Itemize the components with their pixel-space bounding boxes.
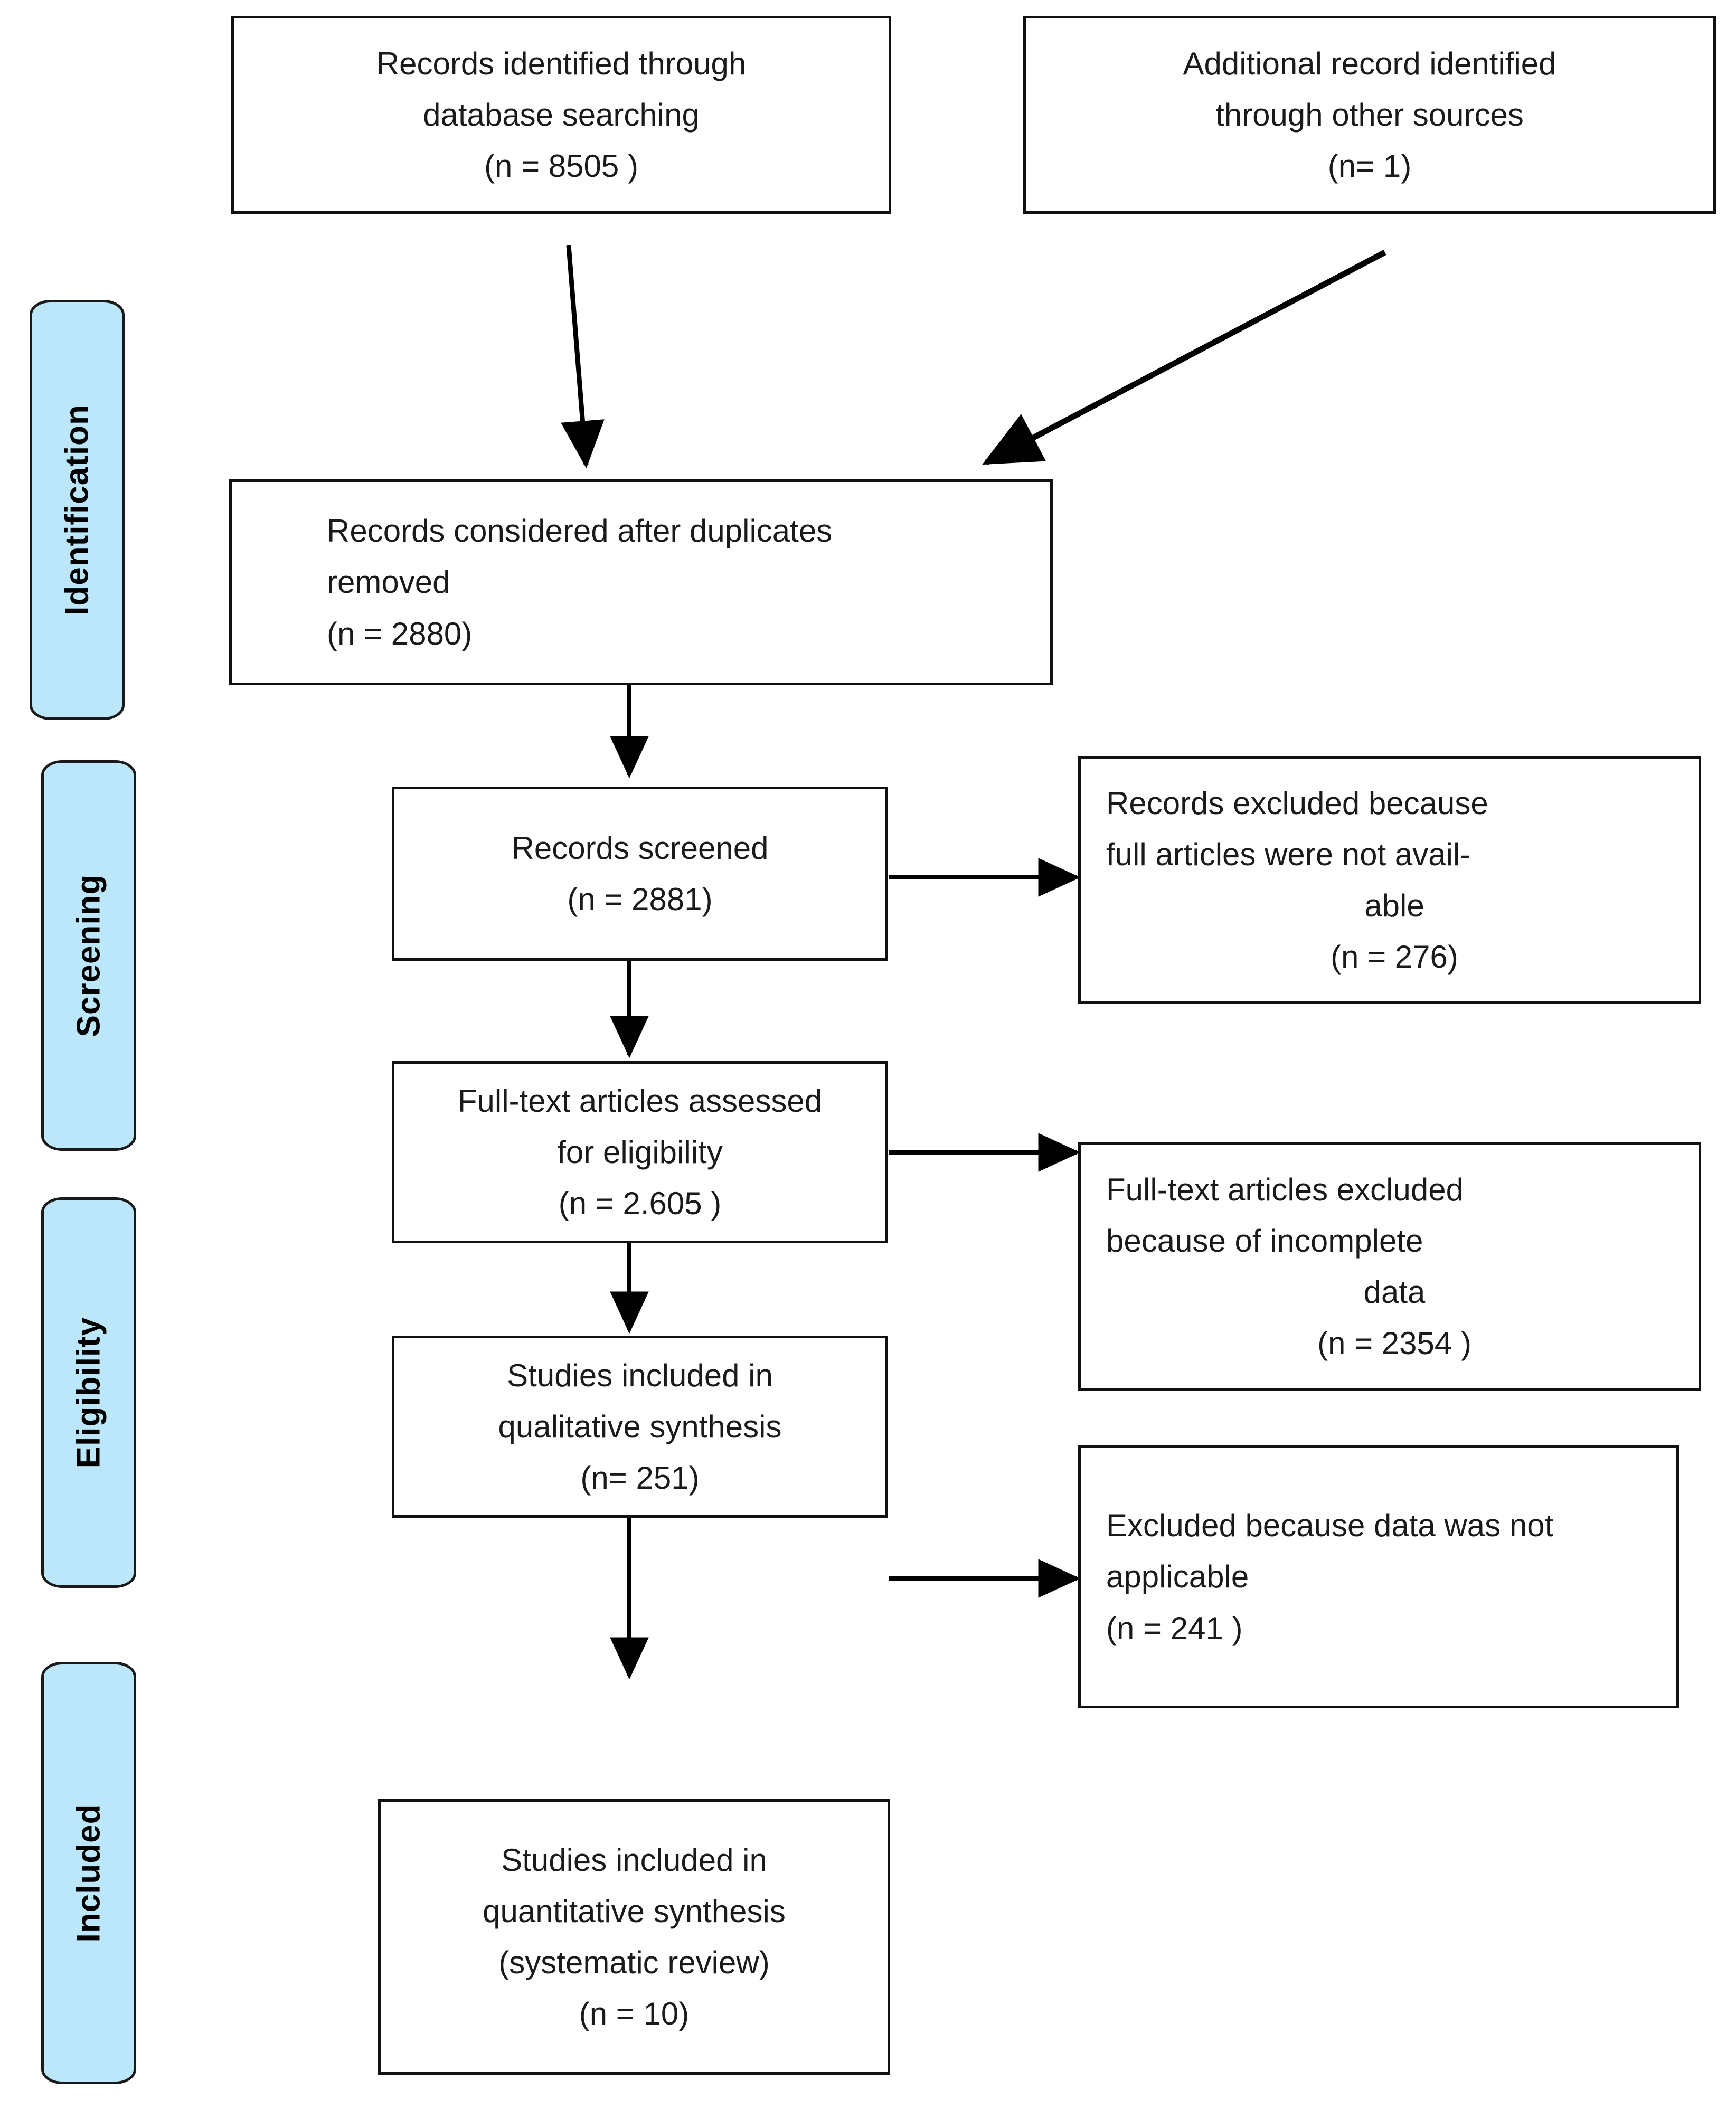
stage-label-screening: Screening bbox=[70, 874, 107, 1037]
line-2: database searching bbox=[423, 97, 700, 133]
line-2: (n = 2881) bbox=[567, 882, 713, 917]
box-text-records-after-duplicates-removed: Records considered after duplicates remo… bbox=[232, 505, 1050, 659]
line-1: Records excluded because bbox=[1106, 785, 1488, 821]
box-excluded-data-not-applicable: Excluded because data was not applicable… bbox=[1078, 1445, 1679, 1708]
line-1: Studies included in bbox=[501, 1842, 767, 1878]
line-1: Full-text articles assessed bbox=[457, 1083, 823, 1119]
stage-label-eligibility: Eligibility bbox=[70, 1317, 107, 1469]
box-text-fulltext-articles-excluded: Full-text articles excluded because of i… bbox=[1081, 1164, 1699, 1369]
box-fulltext-articles-excluded: Full-text articles excluded because of i… bbox=[1078, 1142, 1701, 1391]
line-3: (n = 241 ) bbox=[1106, 1610, 1243, 1646]
box-text-additional-record-other-sources: Additional record identified through oth… bbox=[1026, 38, 1713, 192]
box-studies-included-qualitative: Studies included in qualitative synthesi… bbox=[392, 1336, 888, 1518]
stage-pill-screening: Screening bbox=[41, 760, 136, 1151]
box-fulltext-articles-assessed: Full-text articles assessed for eligibil… bbox=[392, 1061, 888, 1243]
line-2: qualitative synthesis bbox=[498, 1408, 782, 1444]
box-text-fulltext-articles-assessed: Full-text articles assessed for eligibil… bbox=[394, 1075, 885, 1230]
box-studies-included-quantitative: Studies included in quantitative synthes… bbox=[378, 1799, 890, 2075]
stage-pill-included: Included bbox=[41, 1662, 136, 2084]
line-4: (n = 10) bbox=[579, 1996, 690, 2032]
line-1: Records identified through bbox=[376, 45, 747, 81]
line-3: able bbox=[1364, 888, 1424, 923]
box-records-identified-database: Records identified through database sear… bbox=[231, 16, 891, 214]
line-3: (systematic review) bbox=[498, 1945, 770, 1980]
stage-pill-identification: Identification bbox=[30, 300, 125, 720]
line-3: (n = 2880) bbox=[327, 616, 473, 651]
line-1: Excluded because data was not bbox=[1106, 1508, 1554, 1544]
line-1: Records considered after duplicates bbox=[327, 513, 833, 549]
line-1: Additional record identified bbox=[1183, 45, 1556, 81]
line-2: through other sources bbox=[1215, 97, 1524, 133]
line-3: data bbox=[1363, 1274, 1426, 1310]
arrow-other-sources-to-after-duplicates bbox=[982, 250, 1386, 465]
box-text-records-screened: Records screened (n = 2881) bbox=[394, 822, 885, 925]
box-text-records-excluded-not-available: Records excluded because full articles w… bbox=[1081, 778, 1699, 983]
box-text-studies-included-quantitative: Studies included in quantitative synthes… bbox=[381, 1834, 888, 2040]
line-1: Full-text articles excluded bbox=[1106, 1171, 1464, 1207]
box-records-after-duplicates-removed: Records considered after duplicates remo… bbox=[229, 479, 1053, 685]
box-text-studies-included-qualitative: Studies included in qualitative synthesi… bbox=[394, 1350, 885, 1504]
line-4: (n = 2354 ) bbox=[1317, 1326, 1471, 1361]
line-4: (n = 276) bbox=[1331, 939, 1458, 975]
line-1: Records screened bbox=[511, 830, 769, 866]
box-records-screened: Records screened (n = 2881) bbox=[392, 787, 888, 961]
line-2: removed bbox=[327, 564, 450, 600]
arrow-db-search-to-after-duplicates bbox=[561, 245, 605, 469]
line-2: full articles were not avail- bbox=[1106, 836, 1471, 872]
box-additional-record-other-sources: Additional record identified through oth… bbox=[1023, 16, 1716, 214]
stage-label-included: Included bbox=[70, 1803, 107, 1943]
line-2: quantitative synthesis bbox=[483, 1893, 786, 1929]
stage-pill-eligibility: Eligibility bbox=[41, 1197, 136, 1588]
line-2: for eligibility bbox=[557, 1134, 723, 1170]
stage-label-identification: Identification bbox=[59, 404, 96, 616]
line-2: applicable bbox=[1106, 1559, 1249, 1595]
line-3: (n = 2.605 ) bbox=[558, 1186, 722, 1222]
box-records-excluded-not-available: Records excluded because full articles w… bbox=[1078, 756, 1701, 1004]
box-text-excluded-data-not-applicable: Excluded because data was not applicable… bbox=[1081, 1500, 1676, 1654]
line-2: because of incomplete bbox=[1106, 1223, 1423, 1259]
line-3: (n= 251) bbox=[580, 1460, 700, 1496]
line-3: (n = 8505 ) bbox=[484, 148, 638, 184]
box-text-records-identified-database: Records identified through database sear… bbox=[234, 38, 889, 192]
line-3: (n= 1) bbox=[1327, 148, 1412, 184]
line-1: Studies included in bbox=[507, 1357, 773, 1393]
